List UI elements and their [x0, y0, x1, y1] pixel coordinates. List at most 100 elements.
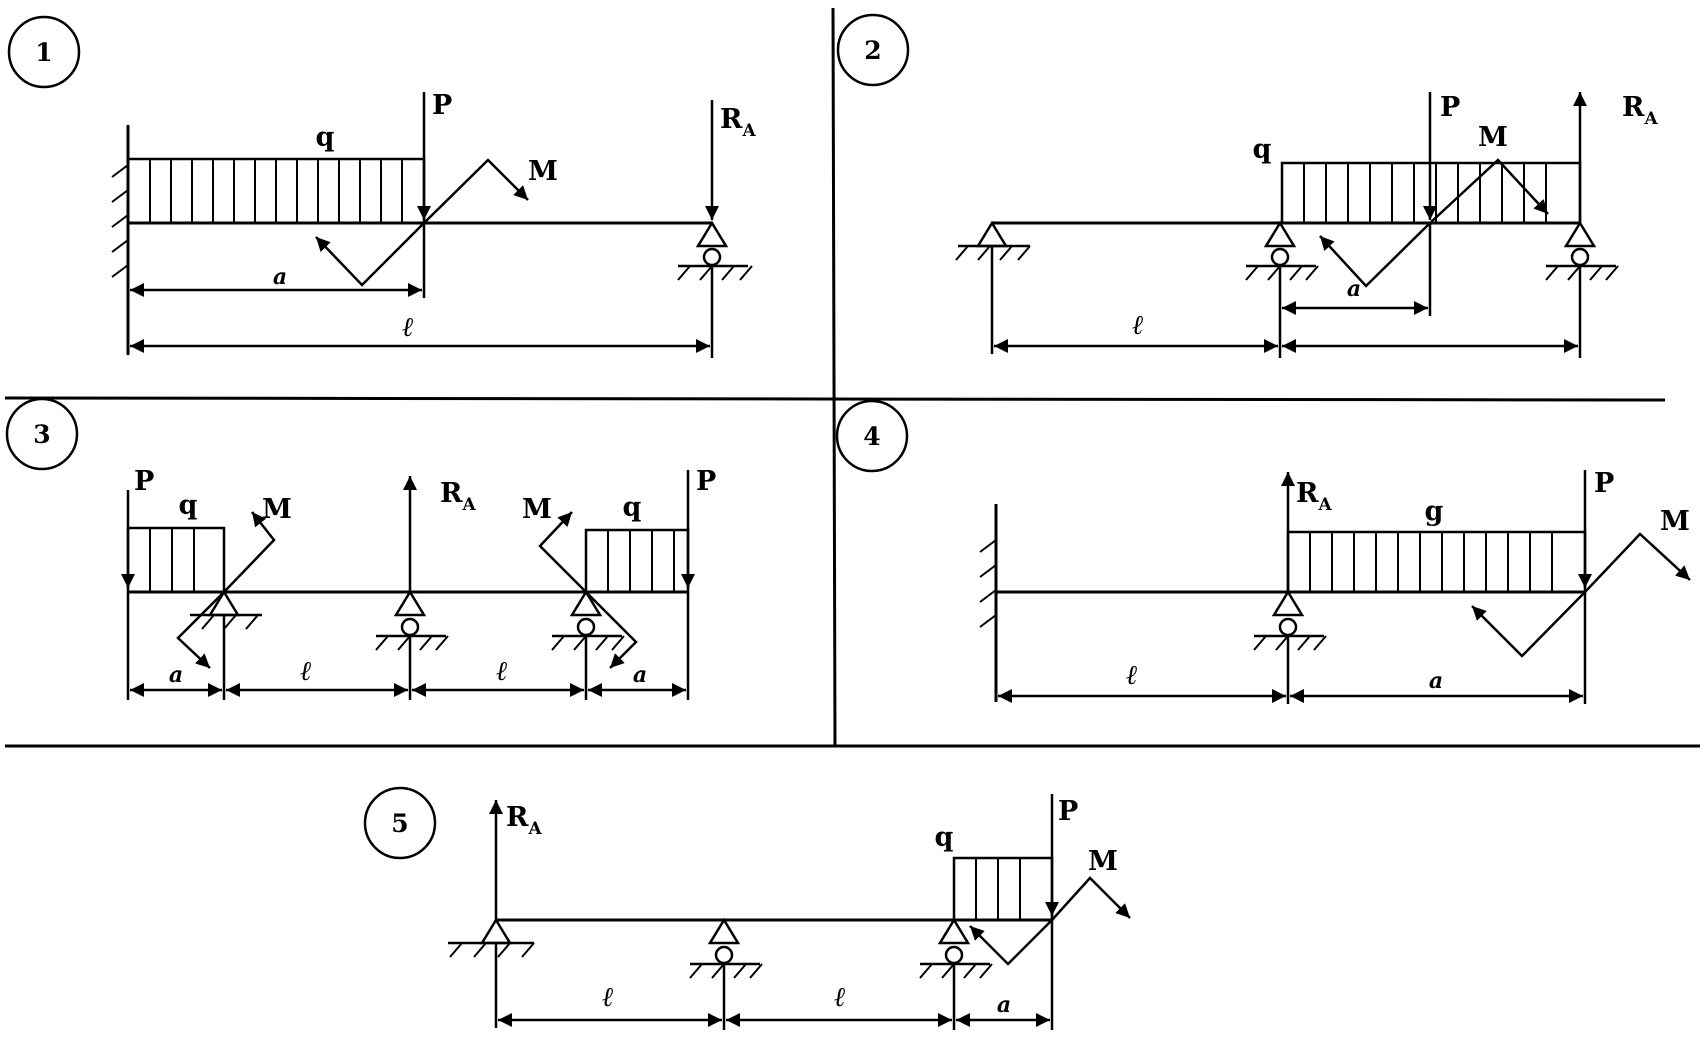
ground-hatching [449, 942, 535, 958]
label-M: M [1478, 122, 1508, 153]
label-l: ℓ [1126, 660, 1138, 691]
ground-hatching [201, 614, 259, 630]
moment-M-right-lower [585, 591, 638, 669]
label-q: q [316, 122, 335, 153]
panel-number: 5 [391, 809, 408, 838]
roller-support-right [569, 589, 603, 617]
label-l: ℓ [1132, 310, 1144, 341]
pin-support-left [479, 917, 513, 945]
label-P-left: P [134, 466, 154, 497]
moment-M-upper [1429, 158, 1549, 224]
label-M: M [528, 156, 558, 187]
moment-M-upper [1051, 876, 1131, 921]
panel-number-circle [7, 15, 81, 89]
label-P: P [1440, 92, 1460, 123]
distributed-load-q-left [126, 526, 226, 594]
label-a-right: a [633, 662, 647, 688]
distributed-load-q [952, 856, 1054, 922]
roller-wheel [702, 247, 722, 267]
moment-M-right-upper [538, 511, 587, 593]
label-P: P [1594, 468, 1614, 499]
label-l-right: ℓ [496, 656, 508, 687]
roller-support [1271, 589, 1305, 617]
label-RA: RA [440, 478, 476, 515]
distributed-load-q-right [584, 528, 690, 594]
label-a: a [273, 264, 287, 290]
roller-wheel [1570, 247, 1590, 267]
label-a: a [997, 992, 1011, 1018]
label-a: a [1347, 276, 1361, 302]
panel-3: 3 P q M RA [5, 397, 716, 700]
panel-number-circle [363, 786, 437, 860]
ground-hatching [1253, 635, 1327, 651]
moment-M-left-upper [223, 511, 276, 593]
label-M-left: M [262, 494, 292, 525]
label-M: M [1088, 846, 1118, 877]
panel-number: 3 [33, 420, 50, 449]
ground-hatching [677, 265, 753, 281]
label-a: a [1429, 668, 1443, 694]
panel-5: 5 RA q P M ℓ [363, 786, 1131, 1030]
ground-hatching [919, 963, 993, 979]
panel-number: 1 [35, 38, 52, 67]
roller-support-middle [707, 917, 741, 945]
panel-number-circle [836, 13, 910, 87]
label-P: P [1058, 796, 1078, 827]
load-hatch-lines [149, 159, 403, 223]
ground-hatching [1545, 265, 1619, 281]
pin-support-left [975, 220, 1009, 248]
moment-M-lower [1471, 591, 1586, 658]
moment-M-left-lower [176, 591, 225, 669]
load-hatch-lines [1309, 532, 1553, 592]
moment-M-upper [423, 158, 529, 224]
label-RA: RA [1622, 92, 1658, 129]
label-q-right: q [623, 492, 642, 523]
roller-wheel [944, 945, 964, 965]
label-M-right: M [522, 494, 552, 525]
label-q-left: q [179, 490, 198, 521]
roller-support-middle [1263, 220, 1297, 248]
panel-number: 2 [864, 36, 881, 65]
roller-support [695, 220, 729, 248]
label-l-left: ℓ [602, 982, 614, 1013]
label-q: q [935, 822, 954, 853]
roller-support-right [937, 917, 971, 945]
label-a-left: a [169, 662, 183, 688]
ground-hatching [551, 635, 625, 651]
wall-hatching [111, 164, 129, 278]
roller-wheel [400, 617, 420, 637]
load-hatch-lines [607, 530, 675, 592]
label-g: g [1425, 496, 1444, 527]
panel-number-circle [5, 397, 79, 471]
roller-wheel [576, 617, 596, 637]
label-l-left: ℓ [300, 656, 312, 687]
label-P: P [432, 90, 452, 121]
panel-4: 4 RA g P M ℓ a [835, 399, 1691, 704]
ground-hatching [375, 635, 449, 651]
roller-support-middle [393, 589, 427, 617]
label-P-right: P [696, 466, 716, 497]
moment-M-lower [315, 222, 425, 287]
ground-hatching [689, 963, 763, 979]
moment-M-lower [969, 919, 1053, 966]
roller-wheel [1270, 247, 1290, 267]
moment-M-lower [1319, 222, 1431, 288]
vertical-divider [831, 7, 837, 747]
wall-hatching [979, 539, 997, 628]
roller-support-right [1563, 220, 1597, 248]
roller-wheel [714, 945, 734, 965]
label-l: ℓ [402, 312, 414, 343]
panel-number: 4 [863, 422, 880, 451]
label-M: M [1660, 506, 1690, 537]
panel-1: 1 q P M RA a ℓ [7, 15, 756, 358]
label-RA: RA [1296, 478, 1332, 515]
ground-hatching [955, 245, 1031, 261]
load-hatch-lines [1303, 163, 1547, 223]
panel-2: 2 q P M RA [836, 13, 1658, 358]
label-RA: RA [506, 802, 542, 839]
label-l-right: ℓ [834, 982, 846, 1013]
roller-wheel [1278, 617, 1298, 637]
load-hatch-lines [149, 528, 195, 592]
panel-dividers [4, 7, 1700, 748]
